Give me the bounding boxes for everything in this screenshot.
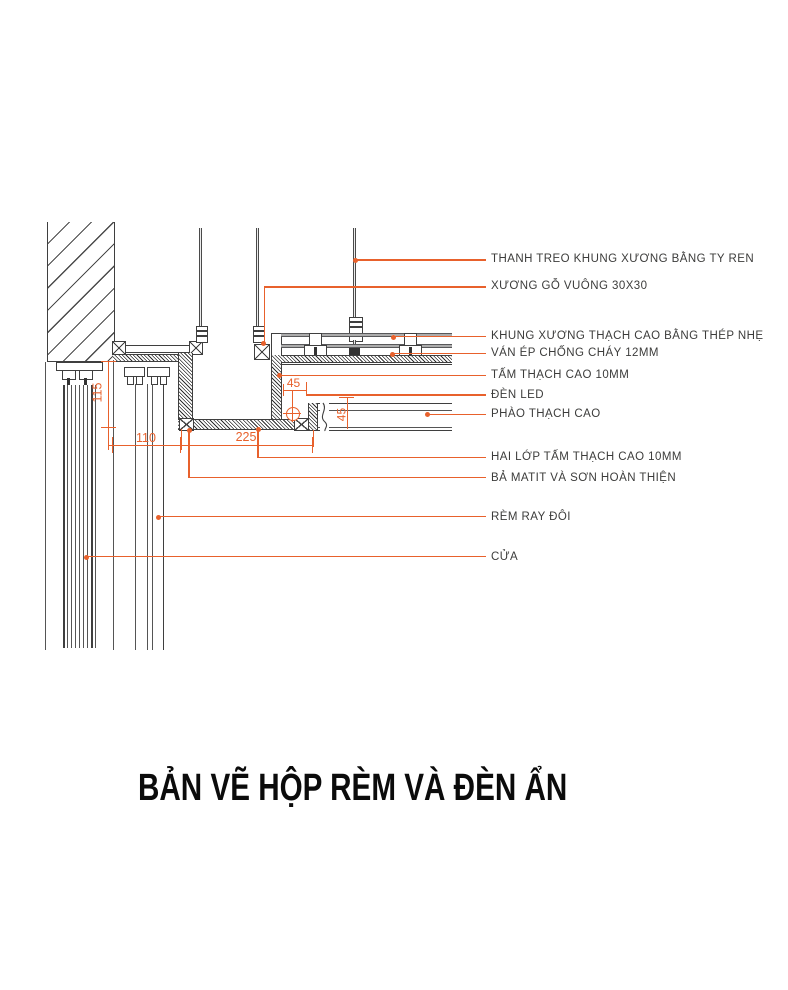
steel-runner-top [281,333,452,337]
callout-van-ep: VÁN ÉP CHỐNG CHÁY 12MM [491,347,659,359]
curtain-rail-left [124,367,145,377]
curtain-glider [151,376,158,385]
leader-dot-xuong-go [261,341,267,346]
door-leaf-line [83,385,85,648]
ledge-lower-line [308,427,452,428]
leader-ty-ren [355,259,486,261]
furring-screw [408,347,412,358]
leader-hai-lop-h [258,456,486,459]
wall-face-line [112,361,114,650]
curtain-rail-right [147,367,170,377]
callout-phao: PHÀO THẠCH CAO [491,408,601,420]
door-leaf-line [74,385,76,648]
dim-45h-text: 45 [286,375,301,390]
rod-1-connector [195,326,208,343]
callout-khung-xuong: KHUNG XƯƠNG THẠCH CAO BẰNG THÉP NHẸ [491,330,764,342]
curtain-line [135,384,137,650]
ceiling-strip-top-line [113,345,193,347]
ledge-mid-line [317,409,452,411]
break-mark [320,402,329,432]
dim-225-line [180,444,313,446]
hanger-rod-1 [199,228,202,328]
leader-cua [86,556,486,558]
callout-cua: CỬA [491,550,519,563]
leader-tam-thach-cao [279,374,486,377]
dim-45h-line [283,389,306,391]
rod-3-footing [349,348,360,358]
dim-225-ext-right [312,430,314,447]
furring-screw [313,347,317,358]
wood-block-left [112,341,126,355]
dim-45v-tick-top [339,396,354,399]
box-left-wall [178,353,193,429]
dim-110-text: 110 [136,430,156,445]
rod-3-connector [348,317,363,342]
door-stem-left [67,378,70,385]
ceiling-strip-mid-line [113,351,193,353]
ledge-left-edge [308,403,318,430]
dim-225-ext-left [180,429,182,450]
dim-45h-tick-left [282,384,284,396]
callout-tam-thach-cao: TẤM THẠCH CAO 10MM [491,369,630,381]
leader-xuong-go-h [264,286,486,288]
callout-rem-ray-doi: RÈM RAY ĐÔI [491,510,571,523]
dim-225-tick-right [311,437,314,453]
dim-45h-tick-right [305,382,307,396]
wall-hatch-section [47,222,115,362]
box-right-wall [271,355,282,419]
callout-ty-ren: THANH TREO KHUNG XƯƠNG BẰNG TY REN [491,253,755,265]
leader-hai-lop-v [257,429,259,458]
ledge-bottom-line [308,429,452,431]
curtain-glider [136,376,143,385]
led-cross-horizontal [283,412,301,414]
leader-phao [427,413,486,416]
steel-runner-bottom [281,344,452,348]
wood-batten-30x30 [254,344,270,360]
leader-ba-matit-h [189,477,486,479]
ledge-top-line [308,403,452,405]
door-leaf-line [91,385,93,648]
dim-110-line [108,444,180,446]
dim-115-tick-bottom [101,426,116,428]
dim-45h-drop-line [291,390,293,405]
leader-xuong-go-v [263,287,266,344]
dim-45v-text: 45 [334,407,349,421]
gypsum-bottom-line [281,363,452,365]
curtain-glider [127,376,134,385]
plywood-band [281,355,452,363]
hanger-rod-2 [256,228,259,328]
dim-115-text: 115 [90,382,105,403]
dim-45v-line [346,398,348,429]
callout-hai-lop: HAI LỚP TẤM THẠCH CAO 10MM [491,451,682,463]
door-leaf-line [87,385,89,648]
curtain-line [147,384,149,650]
leader-rem [158,516,486,518]
dim-115-line [107,361,109,450]
leader-den-led [306,394,486,396]
leader-khung-xuong [393,336,486,338]
door-leaf-line [95,385,97,648]
door-edge-line [45,362,47,650]
door-leaf-line [78,385,80,648]
dim-225-text: 225 [235,430,257,444]
callout-xuong-go: XƯƠNG GỖ VUÔNG 30X30 [491,280,648,292]
callout-ba-matit: BẢ MATIT VÀ SƠN HOÀN THIỆN [491,471,677,484]
drawing-title: BẢN VẼ HỘP RÈM VÀ ĐÈN ẨN [138,767,568,809]
leader-ba-matit-v [188,430,190,478]
dim-110-tick-left [111,437,113,453]
door-leaf-line [63,385,65,648]
led-light-icon [286,407,300,421]
door-stem-right [84,378,87,385]
leader-van-ep [392,353,486,355]
hanger-rod-3 [353,228,356,318]
curtain-line [152,384,154,650]
door-leaf-line [66,385,68,648]
box-bottom-panel [178,419,315,430]
callout-den-led: ĐÈN LED [491,388,544,401]
door-leaf-line [70,385,72,648]
ceiling-strip-gypsum-band [113,354,191,362]
dim-115-tick-top [101,360,116,362]
